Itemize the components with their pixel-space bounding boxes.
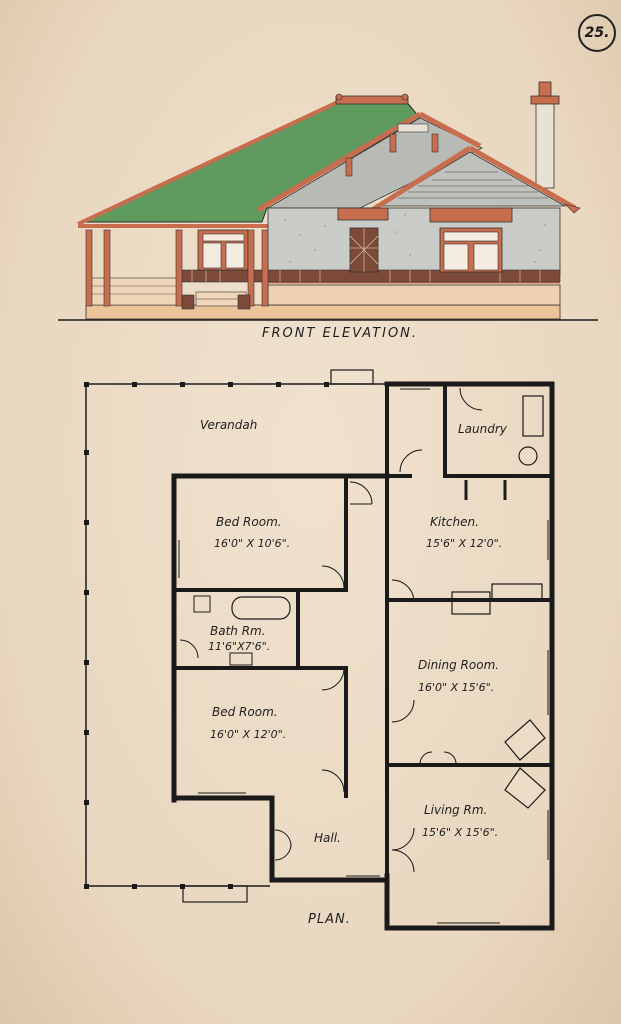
room-dim-bedroom-1: 16'0" X 10'6".: [214, 537, 291, 550]
verandah-steps-top: [330, 369, 374, 385]
room-name-bedroom-1: Bed Room.: [216, 515, 282, 529]
plan-caption: PLAN.: [308, 912, 351, 927]
room-name-kitchen: Kitchen.: [430, 515, 479, 529]
front-gable-barge-left: [370, 145, 472, 213]
roof-ridge: [335, 95, 409, 105]
stove: [451, 591, 491, 615]
fireplace-living: [504, 767, 546, 809]
verandah-outline: [85, 383, 387, 887]
room-dim-kitchen: 15'6" X 12'0".: [426, 537, 503, 550]
page-number: 25.: [578, 14, 616, 52]
room-name-bedroom-2: Bed Room.: [212, 705, 278, 719]
room-dim-dining: 16'0" X 15'6".: [418, 681, 495, 694]
room-name-living: Living Rm.: [424, 803, 488, 817]
front-gable-barge-right: [468, 145, 577, 211]
room-dim-living: 15'6" X 15'6".: [422, 826, 499, 839]
room-name-verandah: Verandah: [200, 418, 258, 432]
room-name-hall: Hall.: [314, 831, 341, 845]
basin: [229, 652, 253, 666]
roof-eave-left: [77, 98, 343, 226]
kitchen-bench: [491, 583, 543, 601]
room-name-laundry: Laundry: [458, 422, 507, 436]
room-name-dining: Dining Room.: [418, 658, 500, 672]
upper-gable-barge-right: [418, 111, 482, 149]
fireplace-dining: [504, 719, 546, 761]
room-dim-bedroom-2: 16'0" X 12'0".: [210, 728, 287, 741]
upper-gable-barge-left: [256, 111, 422, 213]
room-dim-bathroom: 11'6"X7'6".: [208, 640, 271, 653]
elevation-caption: FRONT ELEVATION.: [262, 326, 419, 341]
laundry-tubs: [522, 395, 544, 437]
toilet: [193, 595, 211, 613]
room-name-bathroom: Bath Rm.: [210, 624, 266, 638]
copper: [518, 446, 538, 466]
verandah-steps-bottom: [182, 885, 248, 903]
bathtub: [231, 596, 291, 620]
